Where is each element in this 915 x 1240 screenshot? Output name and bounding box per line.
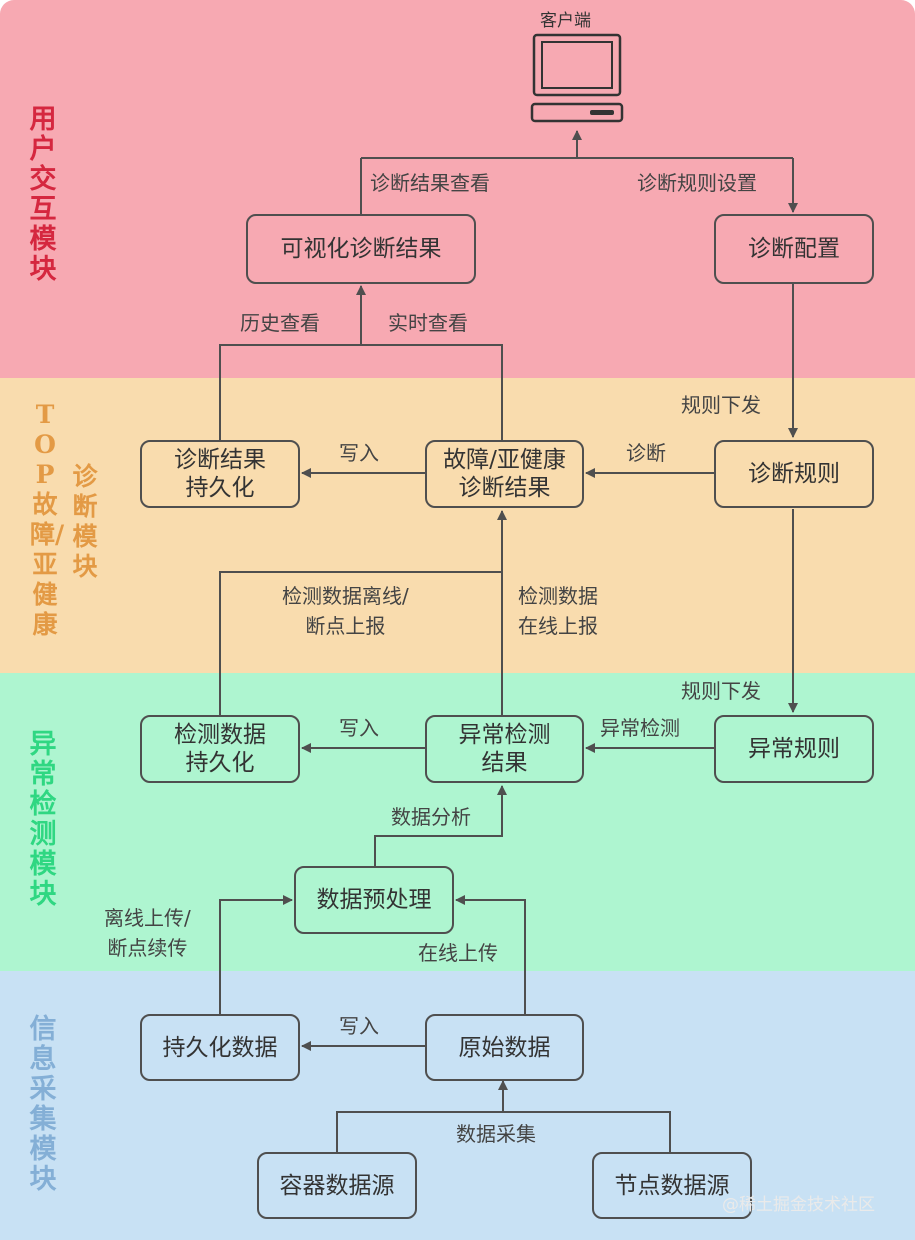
top-diagnosis-band <box>0 378 915 673</box>
persist-data-box[interactable]: 持久化数据 <box>140 1014 300 1081</box>
anomaly-module-label: 异常检测模块 <box>29 729 57 910</box>
detect-persist-box[interactable]: 检测数据 持久化 <box>140 715 300 783</box>
anomaly-detection-band <box>0 673 915 971</box>
user-module-label: 用户交互模块 <box>29 104 57 285</box>
edge-label-view-result: 诊断结果查看 <box>370 171 490 195</box>
edge-label-offline-report: 检测数据离线/ 断点上报 <box>282 584 409 638</box>
edge-label-rule-setting: 诊断规则设置 <box>637 171 757 195</box>
top-module-label-1: TOP故障/亚健康 <box>30 400 65 639</box>
anomaly-result-box[interactable]: 异常检测 结果 <box>425 715 584 783</box>
container-source-box[interactable]: 容器数据源 <box>257 1152 417 1219</box>
diagnosis-persist-box[interactable]: 诊断结果 持久化 <box>140 440 300 508</box>
edge-label-history-view: 历史查看 <box>240 311 320 335</box>
raw-data-box[interactable]: 原始数据 <box>425 1014 584 1081</box>
edge-label-write-3: 写入 <box>339 1014 379 1038</box>
node-source-box[interactable]: 节点数据源 <box>592 1152 752 1219</box>
edge-label-offline-upload: 离线上传/ 断点续传 <box>104 906 191 960</box>
edge-label-data-collect: 数据采集 <box>456 1122 536 1146</box>
edge-label-realtime-view: 实时查看 <box>388 311 468 335</box>
top-module-label-2: 诊断模块 <box>72 462 98 581</box>
client-label: 客户端 <box>540 11 591 31</box>
edge-label-rule-issue-1: 规则下发 <box>681 393 761 417</box>
edge-label-write-1: 写入 <box>339 441 379 465</box>
diagnosis-rule-box[interactable]: 诊断规则 <box>714 440 874 508</box>
edge-label-online-report: 检测数据 在线上报 <box>518 584 598 638</box>
edge-label-write-2: 写入 <box>339 716 379 740</box>
watermark: @稀土掘金技术社区 <box>722 1195 875 1215</box>
fault-result-box[interactable]: 故障/亚健康 诊断结果 <box>425 440 584 508</box>
computer-icon <box>530 33 624 123</box>
edge-label-anomaly-detect: 异常检测 <box>600 716 680 740</box>
visual-diagnosis-result-box[interactable]: 可视化诊断结果 <box>246 214 476 284</box>
edge-label-rule-issue-2: 规则下发 <box>681 679 761 703</box>
edge-label-diagnose: 诊断 <box>626 441 666 465</box>
edge-label-online-upload: 在线上传 <box>418 941 498 965</box>
diagnosis-config-box[interactable]: 诊断配置 <box>714 214 874 284</box>
anomaly-rule-box[interactable]: 异常规则 <box>714 715 874 783</box>
user-interaction-band <box>0 0 915 378</box>
info-module-label: 信息采集模块 <box>29 1014 57 1195</box>
preprocess-box[interactable]: 数据预处理 <box>294 866 454 934</box>
edge-label-data-analysis: 数据分析 <box>391 805 471 829</box>
